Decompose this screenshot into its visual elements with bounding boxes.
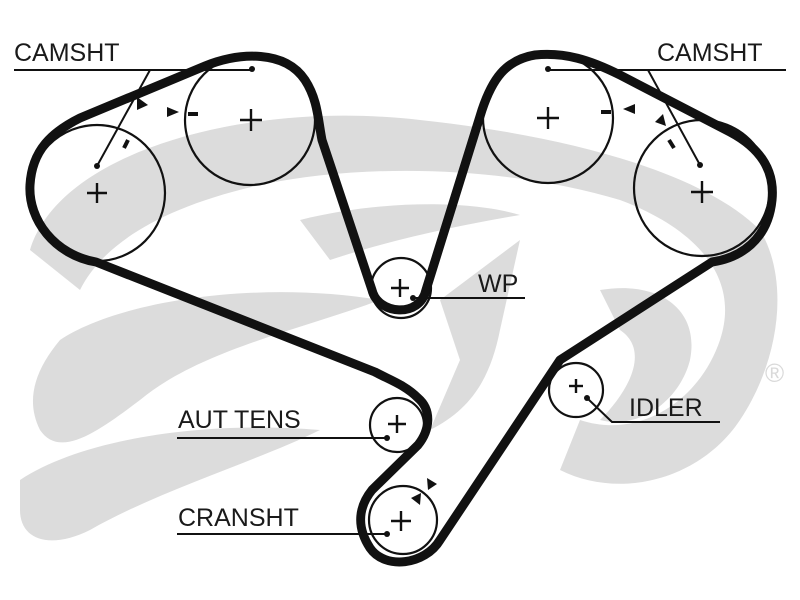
timing-arrow-icon <box>427 478 437 490</box>
camshaft-left-callout: CAMSHT <box>14 39 252 167</box>
camshaft-right-callout: CAMSHT <box>548 39 786 166</box>
water-pump-pulley: WP <box>369 256 525 320</box>
crankshaft-label: CRANSHT <box>178 504 299 532</box>
timing-arrow-icon <box>167 107 179 117</box>
center-cross-icon <box>388 415 406 433</box>
auto-tensioner-label: AUT TENS <box>178 406 301 434</box>
camshaft-right-inner-pulley <box>481 51 635 185</box>
idler-pulley: IDLER <box>547 361 720 423</box>
timing-arrow-icon <box>411 493 421 505</box>
timing-arrow-icon <box>137 97 148 110</box>
pulley-outline <box>367 484 439 556</box>
gates-watermark-logo: ® <box>20 115 784 541</box>
pulley-outline <box>183 53 317 187</box>
center-cross-icon <box>691 181 713 203</box>
idler-label: IDLER <box>629 394 703 422</box>
camshaft-right-label: CAMSHT <box>657 39 763 67</box>
center-cross-icon <box>569 379 583 393</box>
crankshaft-pulley: CRANSHT <box>177 478 439 556</box>
registered-mark: ® <box>765 358 784 388</box>
center-cross-icon <box>391 511 411 531</box>
timing-mark <box>122 139 130 149</box>
center-cross-icon <box>240 109 262 131</box>
timing-arrow-icon <box>623 104 635 114</box>
camshaft-left-label: CAMSHT <box>14 39 120 67</box>
pulley-outline <box>481 51 615 185</box>
timing-arrow-icon <box>655 114 666 126</box>
pulley-outline <box>632 118 772 258</box>
pulley-outline <box>368 396 426 454</box>
center-cross-icon <box>391 279 409 297</box>
pulley-outline <box>369 256 433 320</box>
timing-mark <box>667 138 676 150</box>
auto-tensioner-pulley: AUT TENS <box>177 396 426 454</box>
center-cross-icon <box>87 183 107 203</box>
pulley-outline <box>27 123 167 263</box>
pulley-outline <box>547 361 605 419</box>
water-pump-label: WP <box>478 270 518 298</box>
center-cross-icon <box>537 107 559 129</box>
